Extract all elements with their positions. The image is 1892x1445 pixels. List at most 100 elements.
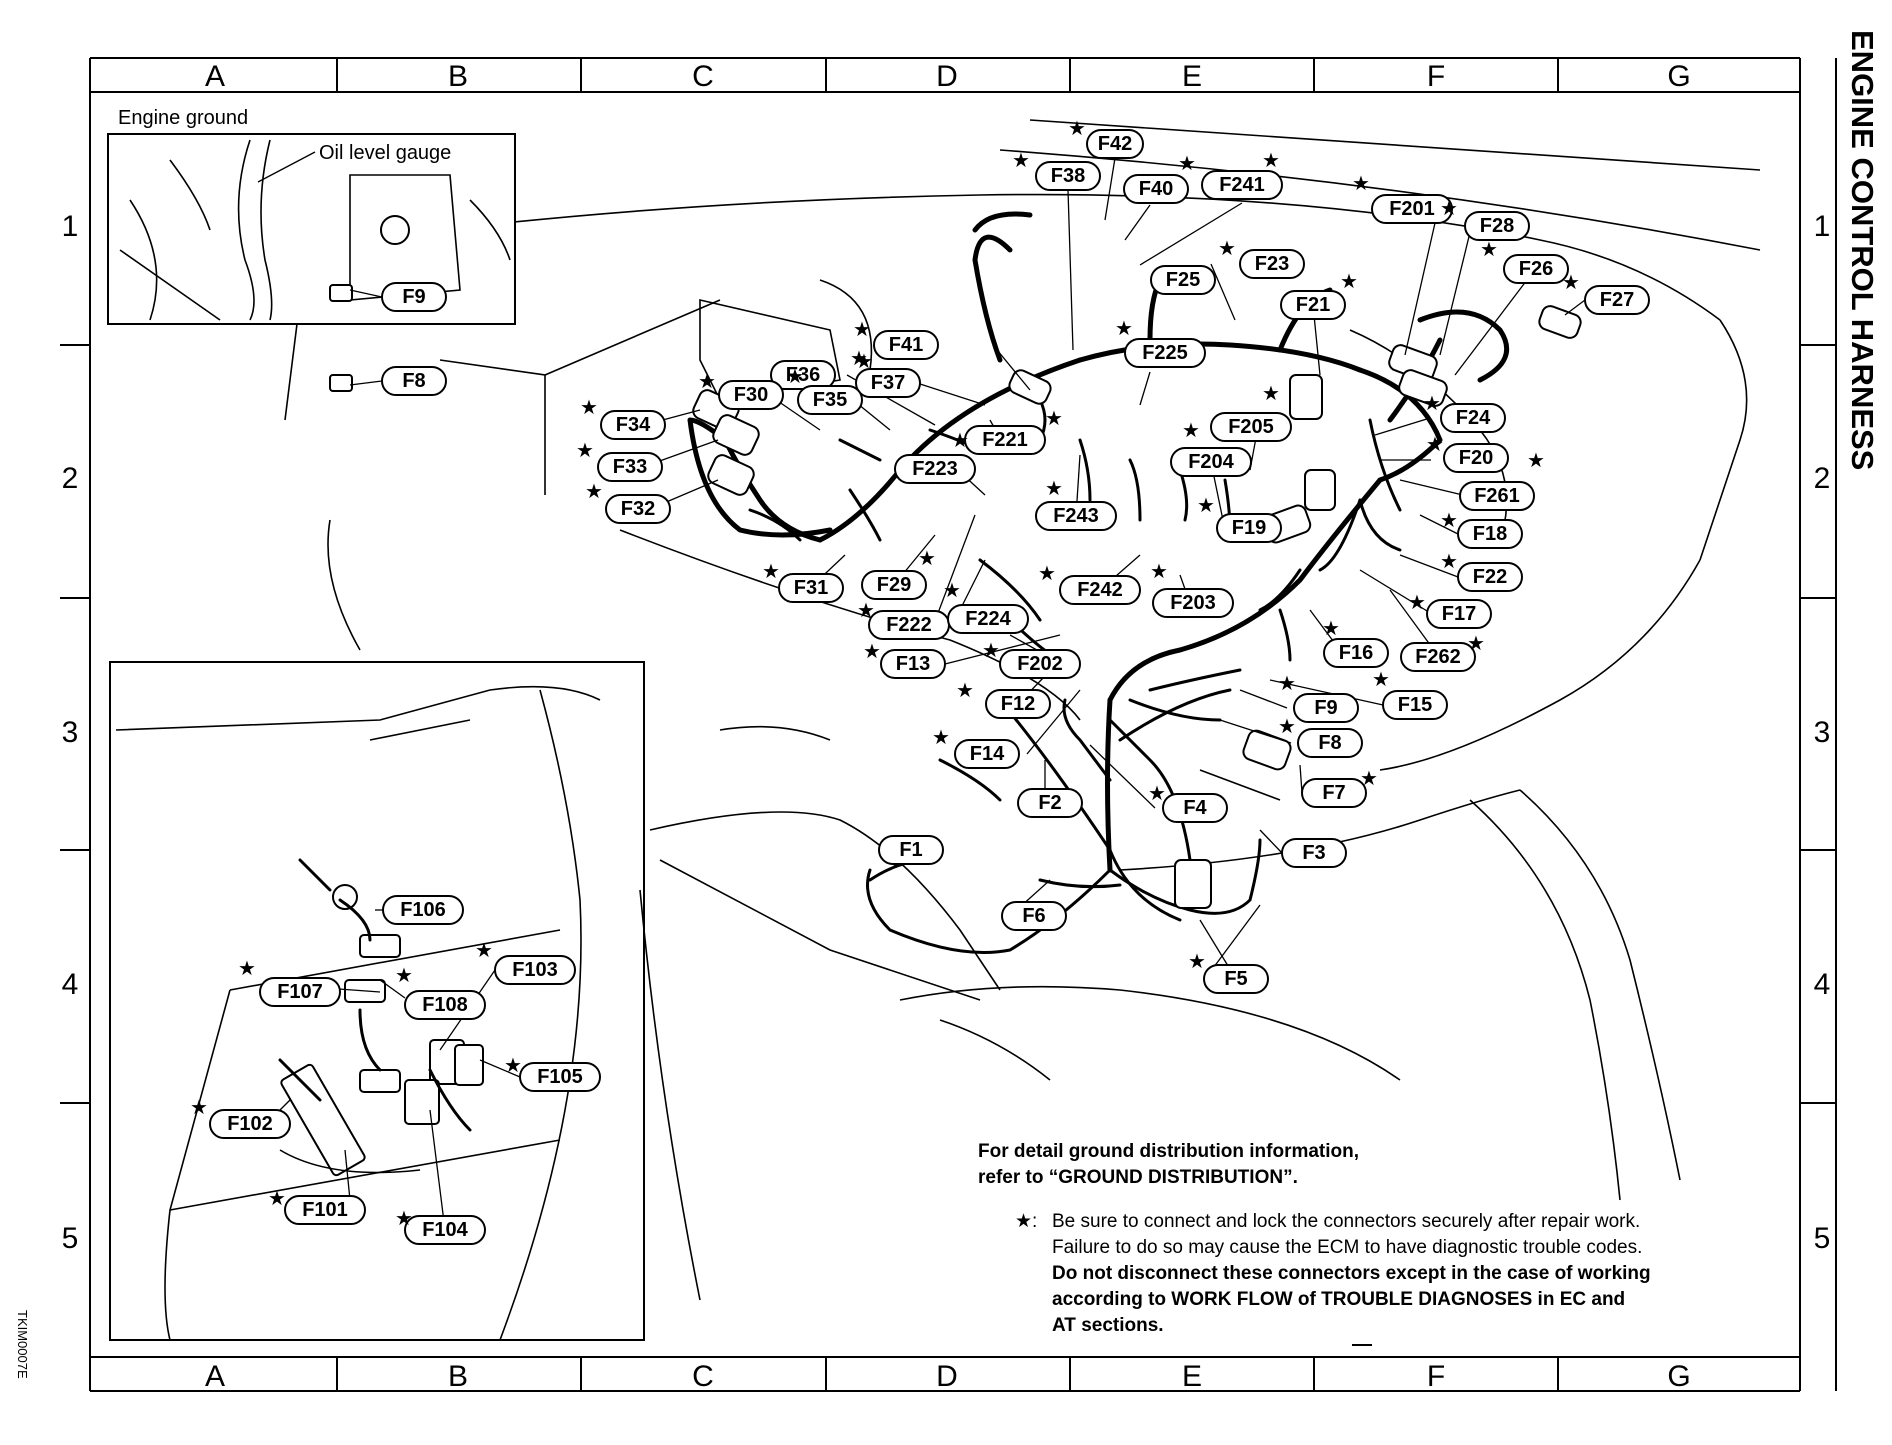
col-label-g: G (1667, 60, 1690, 93)
svg-text:F221: F221 (982, 429, 1028, 451)
label-f17: F17 ★ (1408, 592, 1492, 629)
label-f31: F31 ★ (762, 561, 844, 603)
star-marker: ★ (1340, 271, 1358, 293)
label-f203: F203 ★ (1150, 561, 1234, 618)
svg-text:F3: F3 (1302, 842, 1325, 864)
label-f224: F224 ★ (943, 580, 1029, 634)
star-note-line-3: Do not disconnect these connectors excep… (1052, 1263, 1651, 1284)
star-marker: ★ (1426, 434, 1444, 456)
label-f103: F103 ★ (475, 940, 576, 985)
bottom-inset-labels: F106 F103 ★ F107 ★ F108 ★ F105 ★ F102 ★ (190, 895, 601, 1245)
svg-text:F7: F7 (1322, 782, 1345, 804)
column-labels-bottom: A B C D E F G (205, 1360, 1691, 1393)
label-f18: F18 ★ (1440, 510, 1523, 549)
svg-text:F15: F15 (1398, 694, 1432, 716)
label-f242: F242 ★ (1038, 563, 1141, 605)
label-f105: F105 ★ (504, 1055, 601, 1092)
star-marker: ★ (1480, 239, 1498, 261)
svg-text:F223: F223 (912, 458, 958, 480)
svg-text:F241: F241 (1219, 174, 1265, 196)
ground-note-line-2: refer to “GROUND DISTRIBUTION”. (978, 1167, 1298, 1188)
label-f225: F225 ★ (1115, 318, 1206, 368)
star-marker: ★ (190, 1097, 208, 1119)
svg-text:F27: F27 (1600, 289, 1634, 311)
star-marker: ★ (1148, 783, 1166, 805)
svg-text:F33: F33 (613, 456, 647, 478)
row-label-3-right: 3 (1814, 716, 1831, 749)
label-f3: F3 (1281, 838, 1347, 868)
col-label-e: E (1182, 60, 1202, 93)
svg-text:F202: F202 (1017, 653, 1063, 675)
inset-connector-f9: F9 (381, 282, 447, 312)
svg-text:F108: F108 (422, 994, 468, 1016)
star-marker: ★ (853, 319, 871, 341)
row-label-2-right: 2 (1814, 462, 1831, 495)
label-f42: F42 ★ (1068, 118, 1144, 159)
star-marker: ★ (1115, 318, 1133, 340)
label-f243: F243 ★ (1035, 478, 1117, 531)
svg-text:F9: F9 (1314, 697, 1337, 719)
inset-bottom-connectors (109, 661, 645, 1341)
svg-text:F204: F204 (1188, 451, 1234, 473)
label-f26: F26 ★ (1480, 239, 1569, 284)
row-label-1-right: 1 (1814, 210, 1831, 243)
svg-text:F29: F29 (877, 574, 911, 596)
star-marker: ★ (863, 641, 881, 663)
svg-text:F4: F4 (1183, 797, 1207, 819)
label-f106: F106 (382, 895, 464, 925)
star-marker: ★ (762, 561, 780, 583)
star-marker: ★ (1045, 408, 1063, 430)
label-f202: F202 ★ (982, 640, 1081, 679)
label-f37: F37 ★ (850, 348, 921, 398)
star-marker: ★ (1262, 150, 1280, 172)
label-f28: F28 ★ (1440, 198, 1530, 241)
star-marker: ★ (943, 580, 961, 602)
svg-text:F32: F32 (621, 498, 655, 520)
label-f102: F102 ★ (190, 1097, 291, 1139)
svg-text:F40: F40 (1139, 178, 1173, 200)
label-f34: F34 ★ (580, 397, 666, 440)
svg-text:F205: F205 (1228, 416, 1274, 438)
svg-text:F222: F222 (886, 614, 932, 636)
star-marker: ★ (1372, 669, 1390, 691)
col-label-d: D (936, 60, 958, 93)
row-label-3: 3 (62, 716, 79, 749)
label-f27: F27 ★ (1562, 272, 1650, 315)
label-f33: F33 ★ (576, 440, 663, 482)
label-f108: F108 ★ (395, 965, 486, 1020)
label-f222: F222 ★ (857, 600, 950, 640)
oil-level-gauge-callout: Oil level gauge (319, 142, 451, 164)
row-label-4-right: 4 (1814, 968, 1831, 1001)
star-marker: ★ (1262, 383, 1280, 405)
svg-text:F105: F105 (537, 1066, 583, 1088)
svg-text:F107: F107 (277, 981, 323, 1003)
star-marker: ★ (268, 1188, 286, 1210)
col-label-g-bottom: G (1667, 1360, 1690, 1393)
label-f19: F19 ★ (1197, 495, 1282, 543)
inset-engine-ground: Engine ground Oil level gauge F9 F8 (107, 107, 516, 396)
svg-text:F26: F26 (1519, 258, 1553, 280)
label-f223: F223 ★ (894, 430, 976, 484)
label-f13: F13 ★ (863, 641, 946, 679)
star-marker: ★ (1218, 238, 1236, 260)
svg-text:F36: F36 (786, 364, 820, 386)
svg-text:F2: F2 (1038, 792, 1061, 814)
label-f7: F7 ★ (1301, 768, 1378, 808)
col-label-f: F (1427, 60, 1445, 93)
svg-text:F22: F22 (1473, 566, 1507, 588)
label-f38: F38 ★ (1012, 150, 1101, 191)
row-label-4: 4 (62, 968, 79, 1001)
svg-text:F243: F243 (1053, 505, 1099, 527)
svg-text:F19: F19 (1232, 517, 1266, 539)
star-note-line-5: AT sections. (1052, 1315, 1164, 1336)
row-label-5: 5 (62, 1222, 79, 1255)
star-marker: ★ (951, 430, 969, 452)
star-marker: ★ (1440, 551, 1458, 573)
svg-text:F17: F17 (1442, 603, 1476, 625)
label-f32: F32 ★ (585, 481, 671, 524)
star-marker: ★ (576, 440, 594, 462)
star-note-line-4: according to WORK FLOW of TROUBLE DIAGNO… (1052, 1289, 1625, 1310)
svg-text:F8: F8 (1318, 732, 1341, 754)
svg-text:F104: F104 (422, 1219, 468, 1241)
ground-note: For detail ground distribution informati… (978, 1141, 1359, 1188)
